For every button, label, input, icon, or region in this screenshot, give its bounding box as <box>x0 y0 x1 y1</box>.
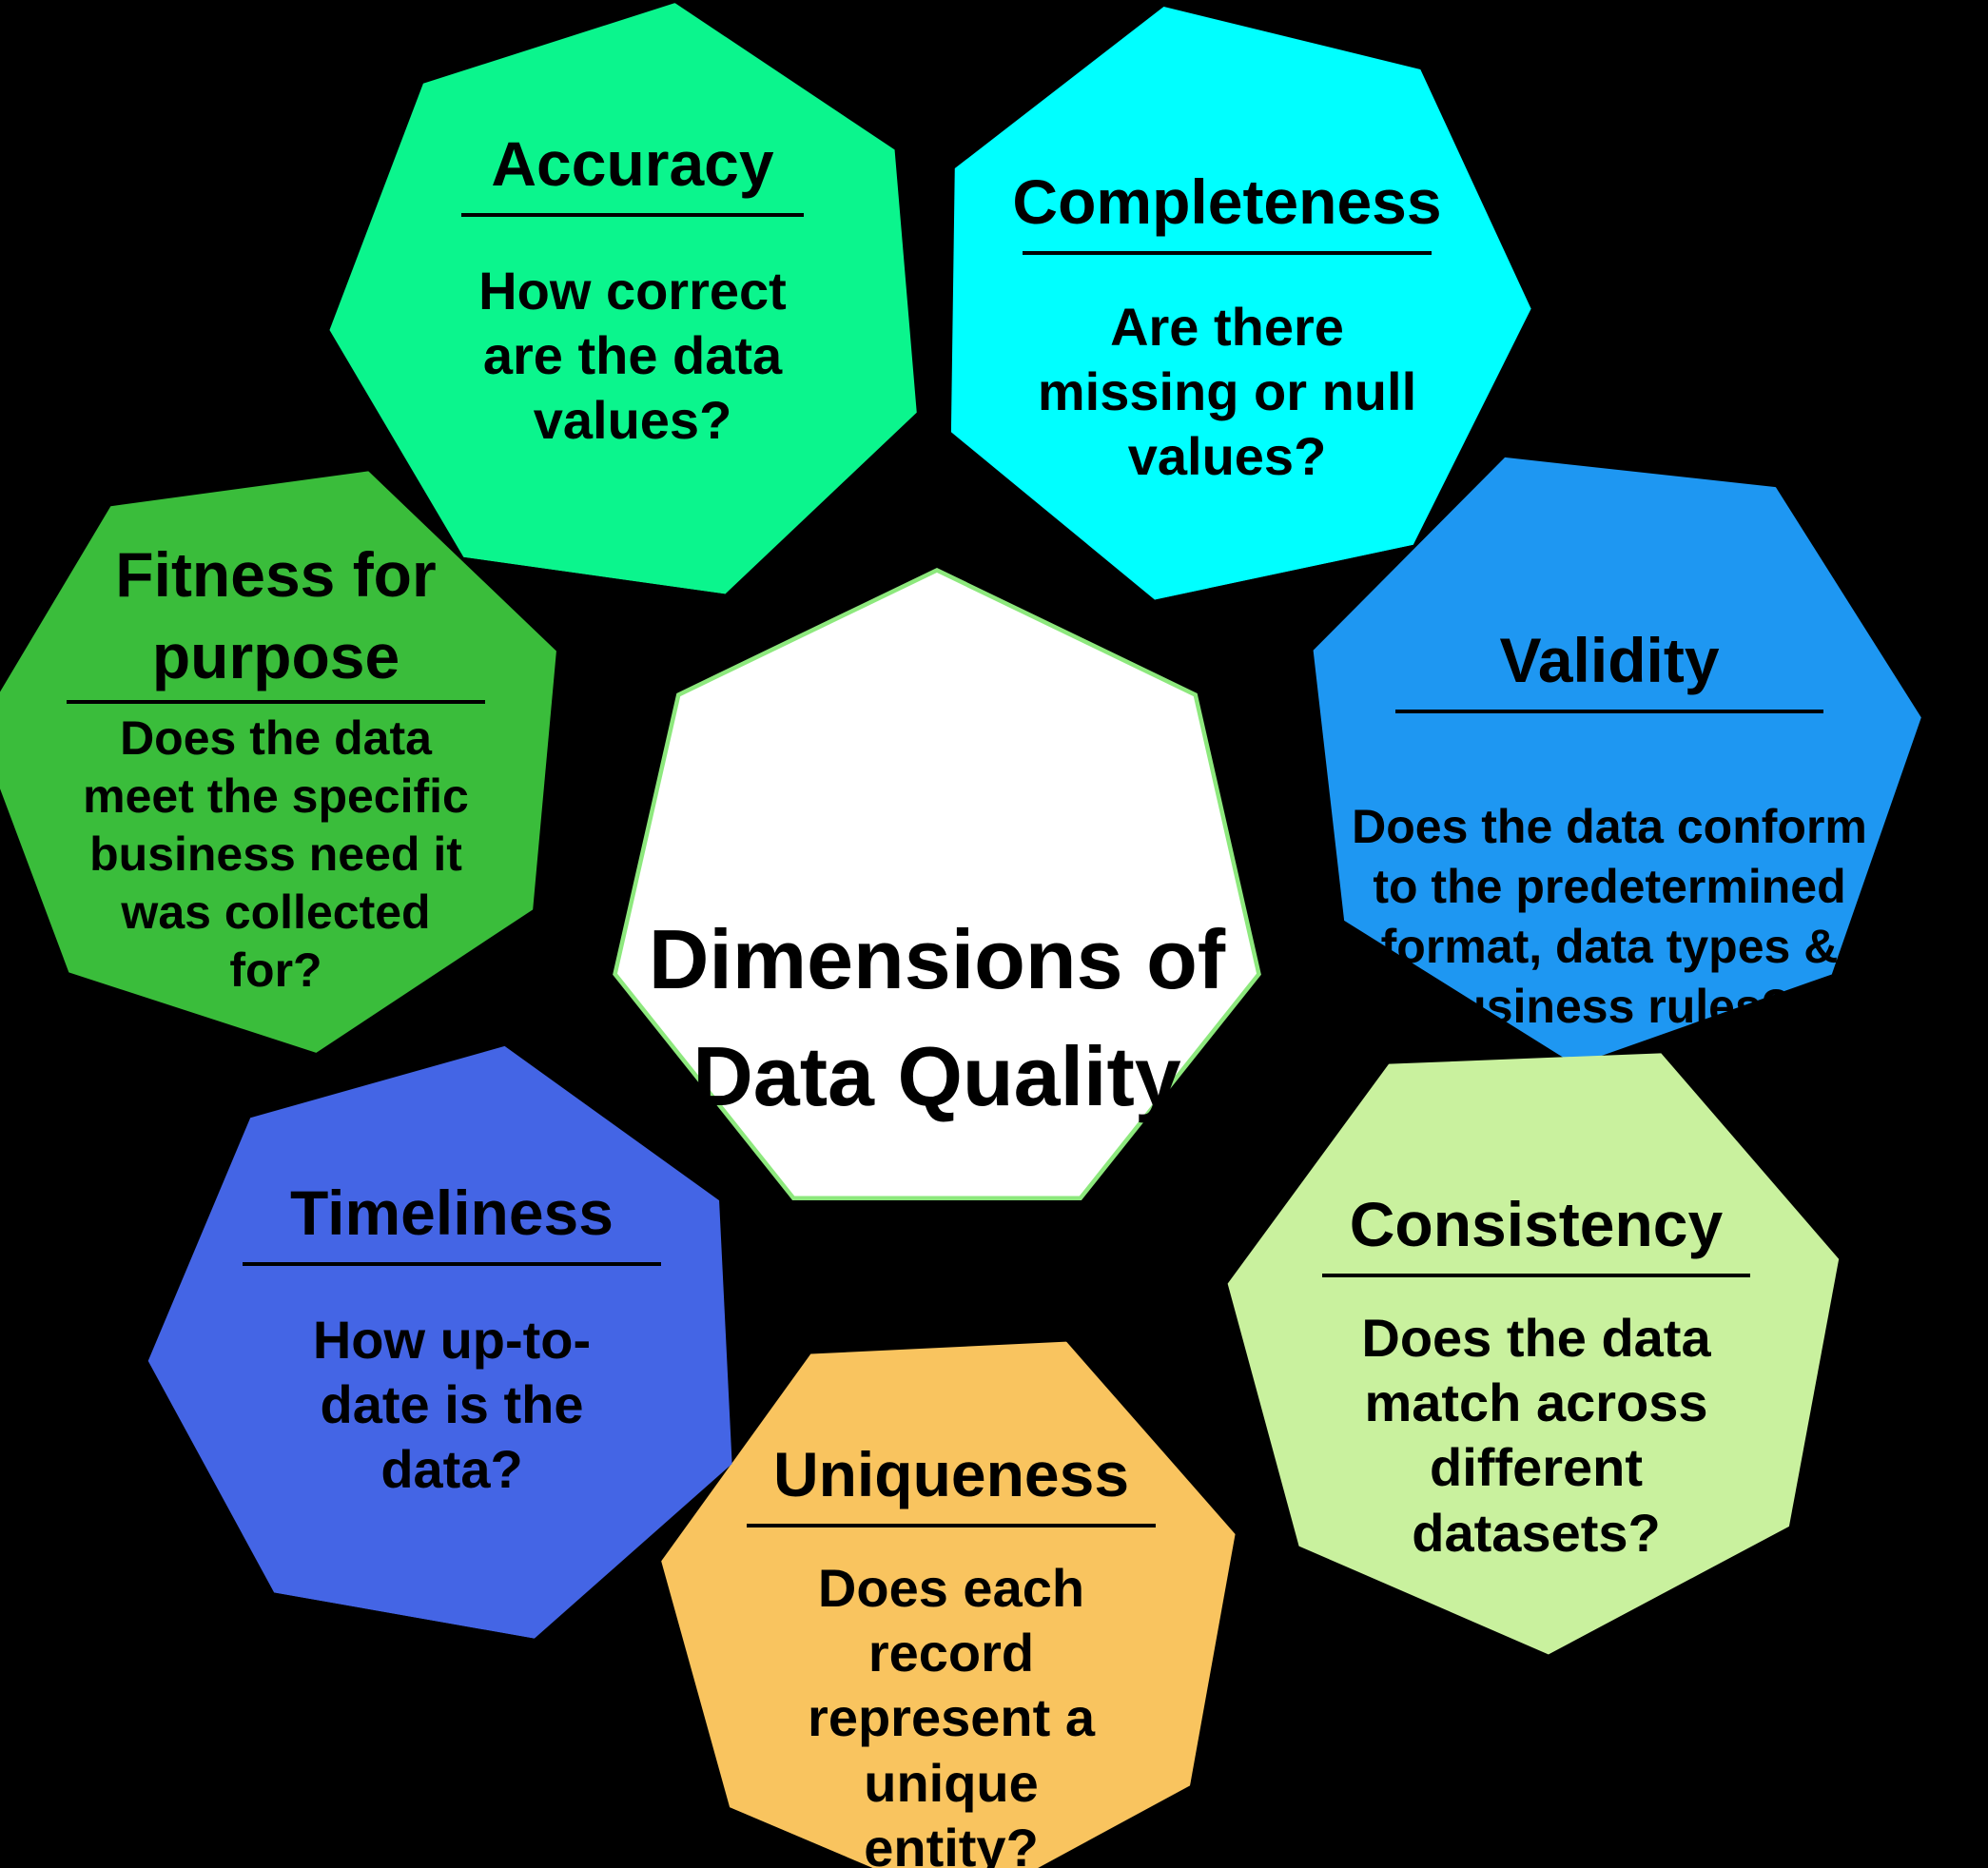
timeliness-title-underline <box>243 1261 661 1266</box>
consistency-description: Does the data match across different dat… <box>1361 1307 1711 1563</box>
validity-title-underline <box>1395 709 1823 713</box>
consistency-title-underline <box>1322 1273 1750 1277</box>
diagram-title: Dimensions of Data Quality <box>648 912 1226 1124</box>
fitness-description: Does the data meet the specific business… <box>83 710 469 997</box>
heptagon-uniqueness: Uniqueness Does each record represent a … <box>656 1318 1246 1868</box>
heptagon-accuracy: Accuracy How correct are the data values… <box>328 0 937 609</box>
completeness-title-underline <box>1023 250 1432 255</box>
fitness-title: Fitness for purpose <box>115 539 437 691</box>
uniqueness-title-underline <box>747 1523 1156 1527</box>
fitness-title-underline <box>67 699 485 704</box>
completeness-title: Completeness <box>1012 166 1442 237</box>
heptagon-center: Dimensions of Data Quality <box>604 568 1270 1234</box>
heptagon-validity: Validity Does the data conform to the pr… <box>1296 439 1923 1067</box>
accuracy-title-underline <box>461 212 804 217</box>
timeliness-title: Timeliness <box>290 1177 614 1248</box>
heptagon-fitness-for-purpose: Fitness for purpose Does the data meet t… <box>0 457 575 1056</box>
heptagon-timeliness: Timeliness How up-to- date is the data? <box>147 1041 756 1650</box>
uniqueness-title: Uniqueness <box>772 1439 1130 1509</box>
heptagon-consistency: Consistency Does the data match across d… <box>1222 1027 1850 1655</box>
accuracy-description: How correct are the data values? <box>478 260 787 451</box>
validity-title: Validity <box>1499 625 1720 695</box>
uniqueness-description: Does each record represent a unique enti… <box>808 1557 1095 1868</box>
validity-description: Does the data conform to the predetermin… <box>1352 799 1867 1033</box>
timeliness-description: How up-to- date is the data? <box>312 1309 592 1500</box>
center-heptagon-fill <box>616 573 1257 1197</box>
consistency-title: Consistency <box>1349 1189 1724 1259</box>
accuracy-title: Accuracy <box>491 128 774 199</box>
heptagon-completeness: Completeness Are there missing or null v… <box>923 0 1531 609</box>
completeness-description: Are there missing or null values? <box>1037 296 1417 487</box>
